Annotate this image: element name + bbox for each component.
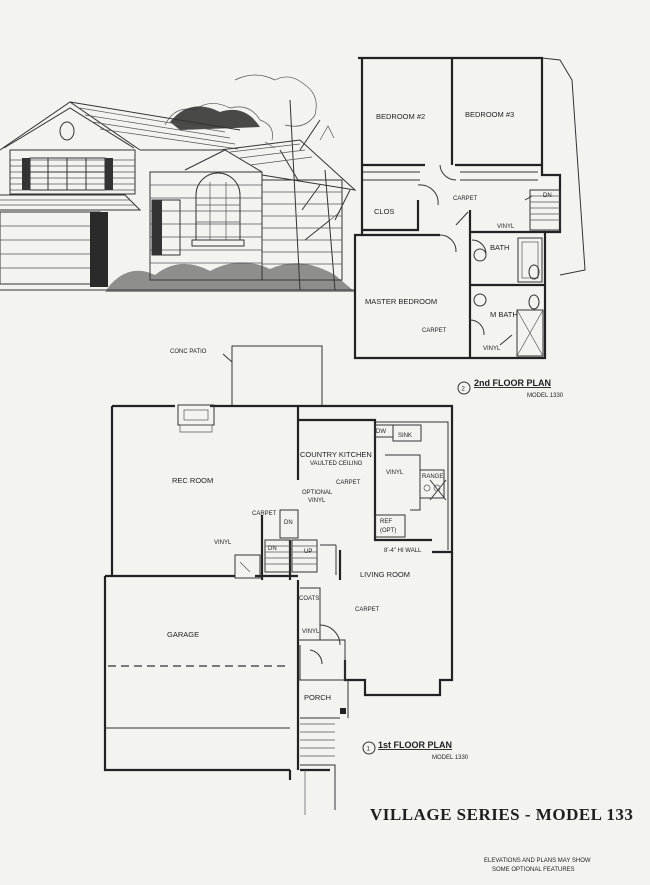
plan-number-2: 2 bbox=[462, 387, 466, 393]
first-floor-title: 1 1st FLOOR PLAN MODEL 1330 bbox=[362, 740, 469, 761]
coats-closet-label: COATS bbox=[299, 596, 319, 602]
roof-shingles bbox=[79, 107, 239, 150]
series-title: VILLAGE SERIES - MODEL 133 bbox=[370, 805, 633, 824]
stair-down-label: DN bbox=[543, 193, 552, 199]
refrigerator-label: REF bbox=[380, 519, 392, 525]
range-label: RANGE bbox=[422, 474, 443, 480]
living-carpet-label: CARPET bbox=[355, 607, 380, 613]
porch-label: PORCH bbox=[304, 693, 331, 702]
vaulted-ceiling-label: VAULTED CEILING bbox=[310, 461, 363, 467]
second-floor-plan: BEDROOM #2 BEDROOM #3 CLOS CARPET VINYL … bbox=[353, 56, 586, 399]
garage-label: GARAGE bbox=[167, 630, 199, 639]
patio-label: CONC PATIO bbox=[170, 349, 207, 355]
sheet-footer: VILLAGE SERIES - MODEL 133 ELEVATIONS AN… bbox=[370, 805, 633, 873]
kitchen-carpet-label: CARPET bbox=[336, 480, 361, 486]
first-floor-model: MODEL 1330 bbox=[432, 755, 469, 761]
sink-label: SINK bbox=[398, 433, 412, 439]
dishwasher-label: DW bbox=[376, 429, 386, 435]
bath-label: BATH bbox=[490, 243, 509, 252]
half-wall-label: 8'-4" HI WALL bbox=[384, 548, 422, 554]
kitchen-label: COUNTRY KITCHEN bbox=[300, 450, 372, 459]
first-floor-plan-title: 1st FLOOR PLAN bbox=[378, 740, 452, 750]
house-elevation-drawing bbox=[0, 74, 357, 292]
tree-illustration bbox=[164, 74, 351, 291]
master-bedroom-label: MASTER BEDROOM bbox=[365, 297, 437, 306]
master-bath-label: M BATH bbox=[490, 310, 518, 319]
optional-features-note-line2: SOME OPTIONAL FEATURES bbox=[492, 867, 575, 873]
living-room-label: LIVING ROOM bbox=[360, 570, 410, 579]
rec-room-label: REC ROOM bbox=[172, 476, 213, 485]
center-siding bbox=[150, 184, 262, 264]
optional-features-note-line1: ELEVATIONS AND PLANS MAY SHOW bbox=[484, 858, 591, 864]
optional-vinyl-label: VINYL bbox=[308, 498, 326, 504]
master-carpet-label: CARPET bbox=[422, 328, 447, 334]
optional-label: OPTIONAL bbox=[302, 490, 333, 496]
hall-carpet-label: CARPET bbox=[453, 196, 478, 202]
second-floor-plan-title: 2nd FLOOR PLAN bbox=[474, 378, 551, 388]
rec-carpet-label: CARPET bbox=[252, 511, 277, 517]
entry-vinyl-label: VINYL bbox=[302, 629, 320, 635]
refrigerator-optional-label: (OPT) bbox=[380, 528, 396, 534]
second-floor-model: MODEL 1330 bbox=[527, 393, 564, 399]
stair-down-label-2: DN bbox=[268, 546, 277, 552]
master-bath-vinyl-label: VINYL bbox=[483, 346, 501, 352]
second-floor-title: 2 2nd FLOOR PLAN MODEL 1330 bbox=[457, 378, 564, 399]
stair-down-label-1: DN bbox=[284, 520, 293, 526]
stair-up-label: UP bbox=[304, 549, 312, 555]
bedroom-2-label: BEDROOM #2 bbox=[376, 112, 425, 121]
rec-vinyl-label: VINYL bbox=[214, 540, 232, 546]
plan-number-1: 1 bbox=[367, 747, 371, 753]
bedroom-3-label: BEDROOM #3 bbox=[465, 110, 514, 119]
right-siding bbox=[262, 191, 342, 265]
first-floor-plan: CONC PATIO bbox=[103, 345, 469, 815]
closet-label: CLOS bbox=[374, 207, 394, 216]
kitchen-vinyl-label: VINYL bbox=[386, 470, 404, 476]
bath-vinyl-label: VINYL bbox=[497, 224, 515, 230]
garage-door-panels bbox=[0, 225, 100, 269]
